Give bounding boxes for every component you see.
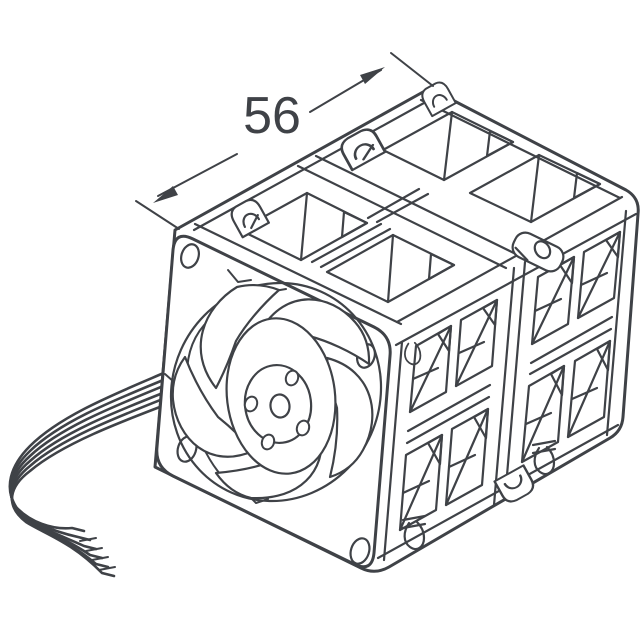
hub-plate-hole xyxy=(284,369,300,387)
hub-center-hole xyxy=(269,393,291,419)
arrowhead-icon xyxy=(360,67,385,84)
flange-edge-line xyxy=(382,340,404,562)
rib xyxy=(529,315,614,365)
wire-lead xyxy=(8,367,175,533)
flange-edge-line xyxy=(193,222,403,326)
flange-edge-line xyxy=(394,212,638,347)
corner-boss xyxy=(340,128,387,172)
seam-foot-boss xyxy=(493,464,535,503)
seam-boss xyxy=(511,231,565,273)
boss-screw-hole xyxy=(533,240,552,260)
witness-line xyxy=(390,52,434,87)
front-face xyxy=(155,234,392,569)
rib xyxy=(366,187,421,220)
rib xyxy=(310,222,383,264)
flange-edge-line xyxy=(395,195,624,324)
corner-boss xyxy=(230,198,270,239)
housing-seam-line xyxy=(296,164,508,270)
venturi-opening xyxy=(169,281,383,503)
wire-lead xyxy=(10,387,175,560)
corner-mounting-hole xyxy=(349,537,371,565)
dimension-annotation: 56 xyxy=(135,52,434,230)
boss-dome xyxy=(531,439,557,476)
housing-seam-line xyxy=(492,266,516,507)
wire-lead xyxy=(10,400,175,578)
top-vent-cutout xyxy=(468,153,602,224)
hub-plate-hole xyxy=(260,433,276,451)
hub-plate-hole xyxy=(243,395,259,413)
wire-tips xyxy=(79,537,116,571)
boss-dome xyxy=(401,514,427,551)
corner-boss xyxy=(421,81,457,118)
side-vent-cutout xyxy=(408,324,453,414)
wire-lead xyxy=(9,374,175,542)
side-vent-cutout xyxy=(454,298,499,388)
fan-blade xyxy=(171,355,255,458)
mounting-bosses xyxy=(230,81,565,503)
top-vent-cutout xyxy=(325,233,456,304)
hub xyxy=(225,317,337,475)
side-face-details xyxy=(376,209,638,562)
flange-edge-line xyxy=(376,423,620,560)
side-vent-cutout xyxy=(520,364,566,464)
top-face-details xyxy=(192,96,624,326)
corner-mounting-hole xyxy=(180,243,200,269)
fan-blade xyxy=(199,283,281,390)
wire-leads xyxy=(8,367,175,578)
top-vent-cutout xyxy=(381,110,515,182)
witness-line xyxy=(135,200,180,230)
hub-plate-hole xyxy=(295,419,311,437)
side-vent-cutout xyxy=(398,433,444,532)
flange-edge-line xyxy=(419,98,622,200)
side-vent-cutout xyxy=(576,230,622,320)
arrowhead-icon xyxy=(153,186,178,203)
side-vent-cutout xyxy=(444,407,490,507)
flange-edge-line xyxy=(605,209,628,437)
top-vent-cutout xyxy=(238,191,369,262)
housing-seam-line xyxy=(314,154,526,260)
dimension-value-label: 56 xyxy=(243,87,301,145)
boss-dome xyxy=(404,341,422,366)
side-vent-cutout xyxy=(566,339,612,439)
rib xyxy=(406,383,492,433)
wire-lead xyxy=(10,393,175,569)
housing-seam-line xyxy=(503,260,527,501)
